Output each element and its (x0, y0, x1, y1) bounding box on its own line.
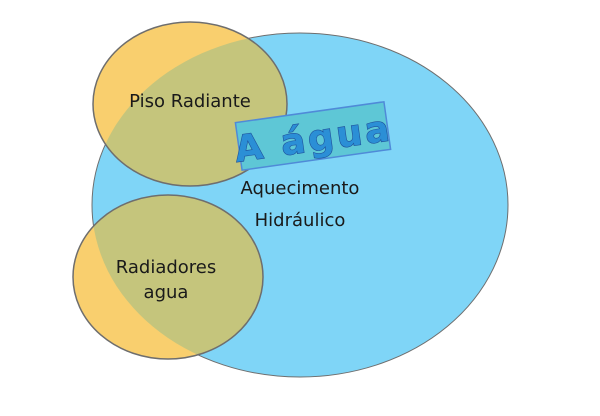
main-set-label-line2: Hidráulico (255, 210, 346, 231)
piso-radiante-label: Piso Radiante (129, 91, 251, 112)
a-agua-box (234, 100, 392, 172)
radiadores-label-line1: Radiadores (116, 257, 217, 278)
radiadores-agua-outline (72, 194, 264, 360)
radiadores-label-line2: agua (144, 282, 189, 303)
piso-radiante-outline (92, 21, 288, 187)
main-set-label-line1: Aquecimento (241, 178, 360, 199)
